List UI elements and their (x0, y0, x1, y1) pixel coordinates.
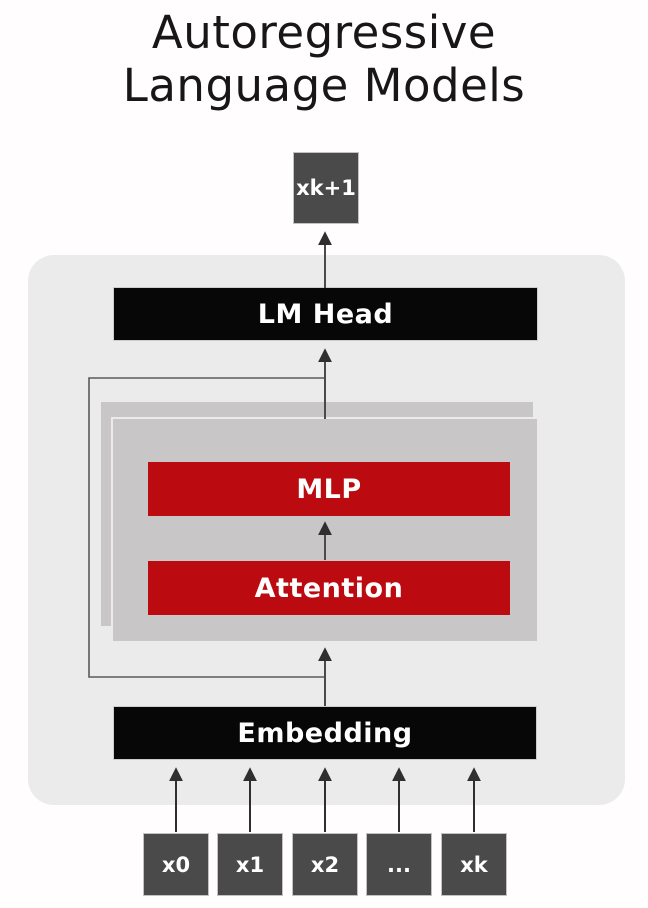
title-line-1: Autoregressive (151, 6, 497, 59)
embedding-bar: Embedding (113, 706, 537, 760)
page-title: Autoregressive Language Models (0, 6, 648, 112)
mlp-bar: MLP (148, 462, 510, 516)
title-line-2: Language Models (122, 59, 526, 112)
input-token-x2: x2 (292, 833, 358, 896)
input-token-xk: xk (441, 833, 507, 896)
input-token-ellipsis: ... (366, 833, 432, 896)
lm-head-bar: LM Head (113, 287, 538, 341)
attention-bar: Attention (148, 561, 510, 615)
input-token-x0: x0 (143, 833, 209, 896)
input-token-x1: x1 (217, 833, 283, 896)
output-token-box: xk+1 (293, 152, 359, 224)
